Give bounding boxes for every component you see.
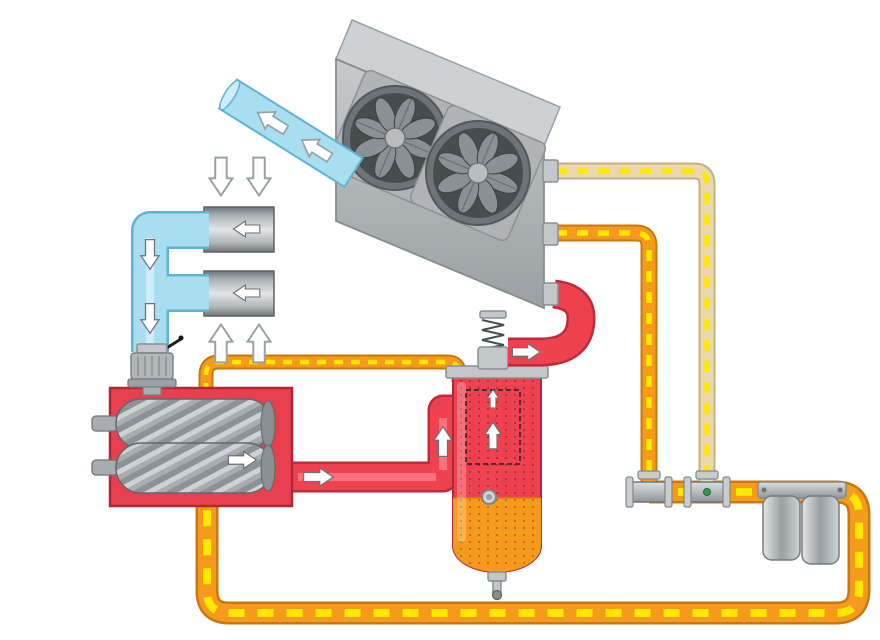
cooled-oil-line — [556, 162, 716, 482]
oil-filter-cartridge — [801, 495, 840, 565]
flow-arrow-icon — [208, 156, 234, 197]
separator-texture — [460, 380, 534, 566]
filter-lever-knob — [178, 335, 184, 341]
minimum-pressure-valve — [477, 346, 509, 370]
valve-spring — [481, 319, 505, 350]
hot-pipe-to-cooler — [508, 279, 596, 367]
screw-rotor-female — [115, 442, 273, 494]
cooler-unit — [324, 19, 561, 310]
oil-filters — [757, 481, 847, 565]
rotor-shaft — [91, 415, 119, 432]
oil-return-loop — [195, 480, 871, 625]
rotor-end-cap — [260, 400, 276, 448]
flow-arrow-icon — [246, 156, 272, 197]
intake-air-filter — [127, 335, 184, 396]
thermostatic-valve-fitting — [625, 470, 673, 508]
rotor-shaft — [91, 459, 119, 476]
valve-indicator — [703, 488, 711, 496]
cooler-ports — [542, 159, 559, 306]
screw-compressor — [91, 386, 294, 508]
oil-bypass-line — [556, 224, 658, 482]
drain-fitting — [487, 571, 507, 582]
screw-rotor-male — [115, 398, 273, 450]
drain-valve — [491, 589, 503, 601]
valve-top-cap — [479, 310, 507, 319]
separator-oil-level — [453, 498, 541, 572]
ambient-air-channels — [203, 206, 275, 317]
air-oil-separator — [445, 310, 549, 601]
intake-air-pipe — [131, 211, 209, 352]
oil-filter-cartridge — [762, 495, 801, 561]
rotor-end-cap — [260, 444, 276, 492]
thermostatic-valve-fitting — [683, 470, 731, 508]
filter-bracket — [757, 481, 847, 499]
